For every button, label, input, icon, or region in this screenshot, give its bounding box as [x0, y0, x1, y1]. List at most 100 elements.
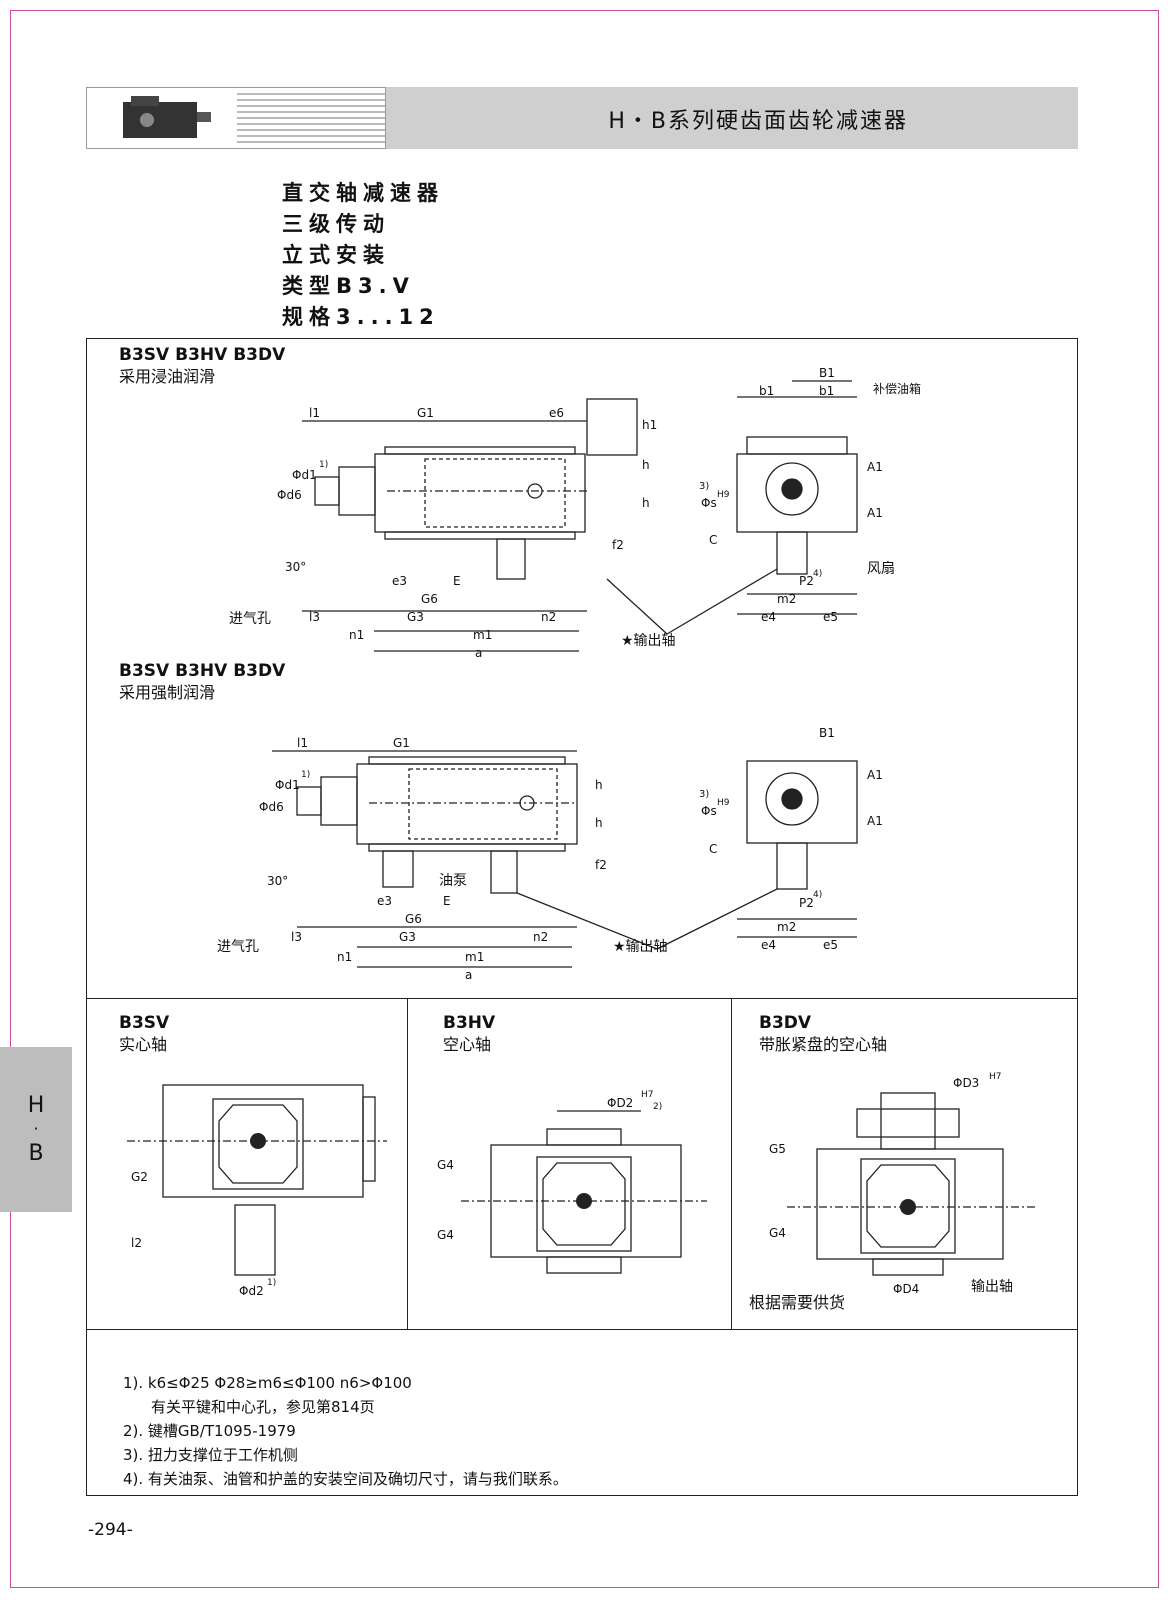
- dim2-a: a: [465, 968, 472, 982]
- page-title: H・B系列硬齿面齿轮减速器: [608, 109, 908, 134]
- dim-A1-b: A1: [867, 506, 883, 520]
- section1-subtitle: 采用浸油润滑: [119, 367, 216, 386]
- dim-d2: Φd2: [239, 1284, 264, 1298]
- dim-G6: G6: [421, 592, 438, 606]
- dim-d1: Φd1: [292, 468, 317, 482]
- dim2-h-a: h: [595, 778, 603, 792]
- note-2: 2). 键槽GB/T1095-1979: [123, 1422, 296, 1440]
- dim-n2: n2: [541, 610, 556, 624]
- label-output-shaft-1: ★输出轴: [621, 633, 676, 649]
- section2-subtitle: 采用强制润滑: [119, 683, 216, 702]
- dim2-h-b: h: [595, 816, 603, 830]
- dim-l3: l3: [309, 610, 320, 624]
- dim-C: C: [709, 533, 717, 547]
- dim-b1-b: b1: [819, 384, 834, 398]
- side-tab-letter-h: H: [27, 1093, 45, 1118]
- page-border: [10, 10, 1159, 1588]
- dim-h-a: h: [642, 458, 650, 472]
- section1-title: B3SV B3HV B3DV: [119, 345, 286, 365]
- variant-b3dv-name: 带胀紧盘的空心轴: [759, 1035, 888, 1054]
- dim2-G3: G3: [399, 930, 416, 944]
- dim-m2: m2: [777, 592, 796, 606]
- dim2-E: E: [443, 894, 451, 908]
- section1-drawing: l1 G1 e6 h1 h h Φd6 Φd1 1) f2 30° e3 E G…: [229, 366, 921, 659]
- dim-G5: G5: [769, 1142, 786, 1156]
- dim-E: E: [453, 574, 461, 588]
- side-tab-dot: ·: [33, 1119, 39, 1138]
- variant-b3sv-drawing: G2 l2 Φd2 1): [127, 1084, 387, 1298]
- variants-separator: [87, 998, 1077, 999]
- notes-separator: [87, 1329, 1077, 1330]
- dim2-e5: e5: [823, 938, 838, 952]
- dim-e6: e6: [549, 406, 564, 420]
- dim2-d6: Φd6: [259, 800, 284, 814]
- note-1-detail: 有关平键和中心孔，参见第814页: [151, 1398, 375, 1416]
- heading-5: 规格3...12: [282, 305, 440, 329]
- dim-h1: h1: [642, 418, 657, 432]
- variant-divider-2: [731, 998, 732, 1329]
- dim-G3: G3: [407, 610, 424, 624]
- dim-n1: n1: [349, 628, 364, 642]
- dim-P2-sup: 4): [813, 569, 822, 579]
- dim-b1-a: b1: [759, 384, 774, 398]
- label-air-inlet-1: 进气孔: [229, 611, 271, 627]
- dim-D2-sup: 2): [653, 1102, 662, 1112]
- dim2-s-sup: 3): [699, 789, 709, 800]
- heading-2: 三级传动: [282, 212, 390, 236]
- dim2-m1: m1: [465, 950, 484, 964]
- label-oil-tank: 补偿油箱: [873, 381, 921, 396]
- dim2-angle: 30°: [267, 874, 288, 888]
- side-tab-letter-b: B: [28, 1141, 44, 1166]
- dim2-C: C: [709, 842, 717, 856]
- label-output-shaft-2: ★输出轴: [613, 939, 668, 955]
- dim-G4-b: G4: [437, 1228, 454, 1242]
- dim-D2: ΦD2: [607, 1096, 633, 1110]
- dim-d2-sup: 1): [267, 1278, 276, 1288]
- header-thumbnail: [86, 87, 386, 149]
- dim-e5: e5: [823, 610, 838, 624]
- housing-side: [374, 453, 586, 533]
- dim-l1: l1: [309, 406, 320, 420]
- dim-e3: e3: [392, 574, 407, 588]
- dim-G4-a: G4: [437, 1158, 454, 1172]
- dim-a: a: [475, 646, 482, 659]
- dim-D4: ΦD4: [893, 1282, 919, 1296]
- dim2-e4: e4: [761, 938, 776, 952]
- variant-b3dv-note: 根据需要供货: [749, 1293, 846, 1312]
- dim2-B1: B1: [819, 726, 835, 740]
- dim-h-b: h: [642, 496, 650, 510]
- dim2-G6: G6: [405, 912, 422, 926]
- dim2-e3: e3: [377, 894, 392, 908]
- note-3: 3). 扭力支撑位于工作机侧: [123, 1446, 298, 1464]
- dim2-d1-sup: 1): [301, 770, 310, 780]
- variant-b3hv-name: 空心轴: [443, 1035, 492, 1054]
- dim2-m2: m2: [777, 920, 796, 934]
- catalog-header: H・B系列硬齿面齿轮减速器: [86, 87, 1078, 149]
- dim-G2: G2: [131, 1170, 148, 1184]
- housing-side-2: [356, 763, 578, 845]
- dim2-n1: n1: [337, 950, 352, 964]
- dim-d1-sup: 1): [319, 460, 328, 470]
- section-side-tab: H · B: [0, 1047, 72, 1212]
- dim2-l3: l3: [291, 930, 302, 944]
- product-headings: 直交轴减速器 三级传动 立式安装 类型B3.V 规格3...12: [282, 178, 444, 333]
- label-oil-pump: 油泵: [439, 873, 467, 889]
- dim2-f2: f2: [595, 858, 607, 872]
- dim2-A1-b: A1: [867, 814, 883, 828]
- dim-s-H9: H9: [717, 490, 730, 500]
- label-output-shaft-dv: 输出轴: [971, 1279, 1013, 1295]
- variant-b3sv-name: 实心轴: [119, 1035, 168, 1054]
- label-air-inlet-2: 进气孔: [217, 939, 259, 955]
- dim-s: Φs: [701, 496, 717, 510]
- section2-title: B3SV B3HV B3DV: [119, 661, 286, 681]
- dim-G1: G1: [417, 406, 434, 420]
- dim-l2: l2: [131, 1236, 142, 1250]
- variant-b3sv-code: B3SV: [119, 1013, 170, 1033]
- dim2-P2-sup: 4): [813, 890, 822, 900]
- dim-B1: B1: [819, 366, 835, 380]
- dim-P2: P2: [799, 574, 814, 588]
- variant-divider-1: [407, 998, 408, 1329]
- note-1: 1). k6≤Φ25 Φ28≥m6≤Φ100 n6>Φ100: [123, 1374, 412, 1392]
- dim2-s: Φs: [701, 804, 717, 818]
- variant-b3dv-code: B3DV: [759, 1013, 812, 1033]
